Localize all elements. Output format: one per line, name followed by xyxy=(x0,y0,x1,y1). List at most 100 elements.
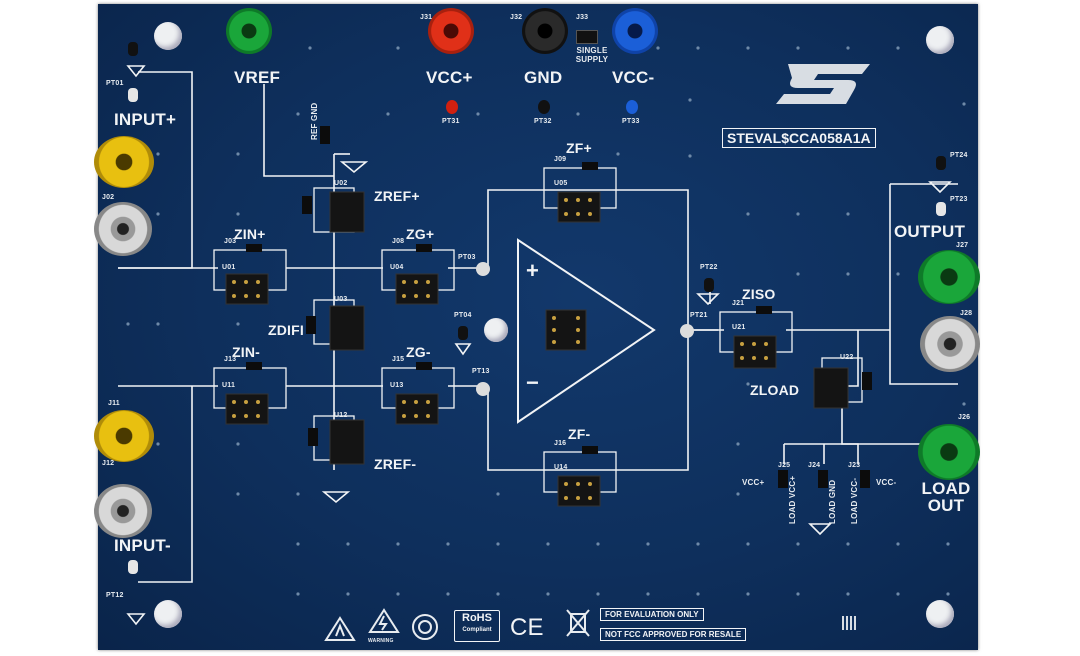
vcc-plus-jack[interactable] xyxy=(428,8,474,54)
single-supply-jumper[interactable] xyxy=(576,30,598,44)
pt24-designator: PT24 xyxy=(950,152,968,159)
j12-designator: J12 xyxy=(102,460,115,467)
mounting-hole-center xyxy=(484,318,508,342)
output-label: OUTPUT xyxy=(894,222,966,241)
j32-designator: J32 xyxy=(510,14,523,21)
esd-warning-icon xyxy=(324,616,356,641)
board-id-label: STEVAL$CCA058A1A xyxy=(722,128,876,148)
gnd-label: GND xyxy=(524,68,563,87)
vref-jack[interactable] xyxy=(226,8,272,54)
u01-designator: U01 xyxy=(222,264,236,271)
pt31-test-point[interactable] xyxy=(446,100,458,114)
j33-designator: J33 xyxy=(576,14,589,21)
input-plus-label: INPUT+ xyxy=(114,110,177,129)
j15-designator: J15 xyxy=(392,356,405,363)
mounting-hole-bl xyxy=(154,600,182,628)
vcc-minus-small-label: VCC- xyxy=(876,478,897,487)
pt01-designator: PT01 xyxy=(106,80,124,87)
pt-top-left-test-point[interactable] xyxy=(128,42,138,56)
pt04-test-point[interactable] xyxy=(458,326,468,340)
pt24-test-point[interactable] xyxy=(936,156,946,170)
u13-designator: U13 xyxy=(390,382,404,389)
pt22-test-point[interactable] xyxy=(704,278,714,292)
output-jack[interactable] xyxy=(918,250,980,304)
zload-label: ZLOAD xyxy=(750,382,800,398)
evaluation-board: VREF VCC+ GND VCC- SINGLE SUPPLY INPUT+ … xyxy=(94,4,980,650)
gnd-jack[interactable] xyxy=(522,8,568,54)
pt32-test-point[interactable] xyxy=(538,100,550,114)
j31-designator: J31 xyxy=(420,14,433,21)
j26-designator: J26 xyxy=(958,414,971,421)
j28-designator: J28 xyxy=(960,310,973,317)
single-supply-label: SINGLE SUPPLY xyxy=(575,46,609,64)
pt04-designator: PT04 xyxy=(454,312,472,319)
j23-designator: J23 xyxy=(848,462,861,469)
warning-text: WARNING xyxy=(368,638,394,644)
j21-designator: J21 xyxy=(732,300,745,307)
j11-designator: J11 xyxy=(108,400,120,407)
opamp-minus-sign: − xyxy=(526,370,540,395)
input-minus-jack[interactable] xyxy=(94,410,154,462)
vcc-minus-jack[interactable] xyxy=(612,8,658,54)
pt23-test-point[interactable] xyxy=(936,202,946,216)
j16-designator: J16 xyxy=(554,440,567,447)
input-plus-jack[interactable] xyxy=(94,136,154,188)
vref-label: VREF xyxy=(234,68,281,87)
j09-designator: J09 xyxy=(554,156,567,163)
u11-designator: U11 xyxy=(222,382,236,389)
output-bnc[interactable] xyxy=(920,316,980,372)
e-mark-icon xyxy=(412,614,438,640)
u04-designator: U04 xyxy=(390,264,404,271)
input-minus-bnc[interactable] xyxy=(94,484,152,538)
zref-plus-label: ZREF+ xyxy=(374,188,420,204)
input-plus-bnc[interactable] xyxy=(94,202,152,256)
u22-designator: U22 xyxy=(840,354,854,361)
zin-minus-label: ZIN- xyxy=(232,344,261,360)
not-fcc-label: NOT FCC APPROVED FOR RESALE xyxy=(600,628,747,641)
opamp-symbol xyxy=(517,238,656,424)
zf-minus-label: ZF- xyxy=(568,426,591,442)
mounting-hole-tl xyxy=(154,22,182,50)
input-minus-label: INPUT- xyxy=(114,536,171,555)
j02-designator: J02 xyxy=(102,194,115,201)
pt31-designator: PT31 xyxy=(442,118,460,125)
zin-plus-label: ZIN+ xyxy=(234,226,266,242)
zg-plus-label: ZG+ xyxy=(406,226,435,242)
mounting-hole-br xyxy=(926,600,954,628)
vcc-minus-label: VCC- xyxy=(612,68,655,87)
zref-minus-label: ZREF- xyxy=(374,456,417,472)
ce-mark: CE xyxy=(510,614,544,641)
vcc-plus-small-label: VCC+ xyxy=(742,478,765,487)
pt33-test-point[interactable] xyxy=(626,100,638,114)
pt13-designator: PT13 xyxy=(472,368,490,375)
mounting-hole-tr xyxy=(926,26,954,54)
pt21-designator: PT21 xyxy=(690,312,708,319)
pt03-test-point[interactable] xyxy=(476,262,490,276)
eval-only-label: FOR EVALUATION ONLY xyxy=(600,608,704,621)
pt01-test-point[interactable] xyxy=(128,88,138,102)
j08-designator: J08 xyxy=(392,238,405,245)
pt33-designator: PT33 xyxy=(622,118,640,125)
data-matrix-code xyxy=(842,616,856,630)
pt13-test-point[interactable] xyxy=(476,382,490,396)
load-gnd-label: LOAD GND xyxy=(828,479,837,524)
ref-gnd-label: REF GND xyxy=(310,102,319,140)
u05-designator: U05 xyxy=(554,180,568,187)
u03-designator: U03 xyxy=(334,296,348,303)
u14-designator: U14 xyxy=(554,464,568,471)
pt32-designator: PT32 xyxy=(534,118,552,125)
st-logo-icon xyxy=(776,64,870,104)
u02-designator: U02 xyxy=(334,180,348,187)
load-vcc-minus-label: LOAD VCC- xyxy=(850,477,859,524)
rohs-badge: RoHS Compliant xyxy=(454,610,500,642)
zf-plus-label: ZF+ xyxy=(566,140,592,156)
load-out-jack[interactable] xyxy=(918,424,980,480)
pt12-designator: PT12 xyxy=(106,592,124,599)
pt-bottom-left-test-point[interactable] xyxy=(128,560,138,574)
u21-designator: U21 xyxy=(732,324,746,331)
zdifi-label: ZDIFI xyxy=(268,322,304,338)
pt21-test-point[interactable] xyxy=(680,324,694,338)
pt03-designator: PT03 xyxy=(458,254,476,261)
ziso-label: ZISO xyxy=(742,286,776,302)
pt22-designator: PT22 xyxy=(700,264,718,271)
